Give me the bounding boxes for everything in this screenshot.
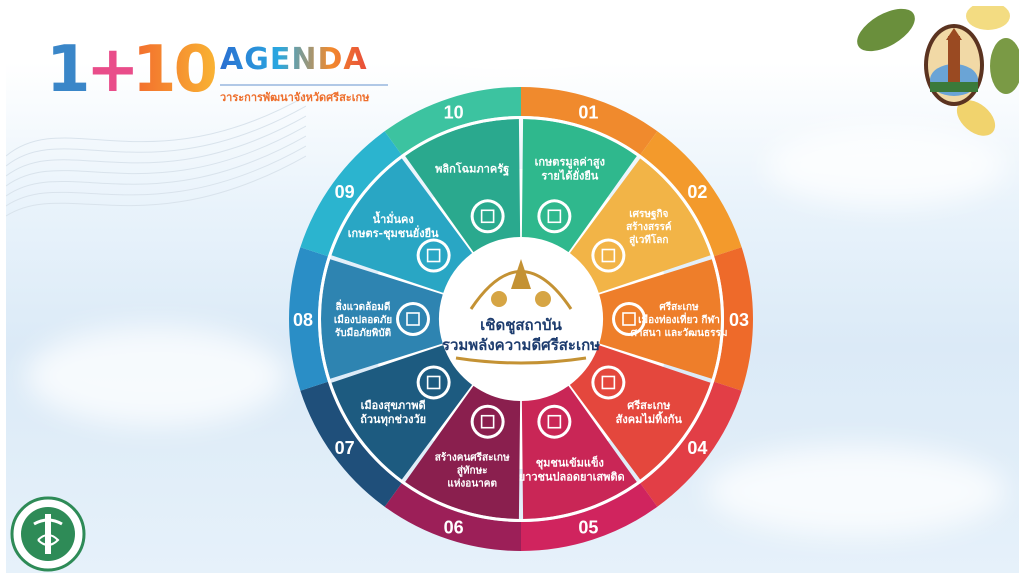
environment-icon [396,302,430,336]
segment-number-01: 01 [578,103,598,123]
outer-ring-segment-08 [289,247,328,391]
segment-number-04: 04 [687,438,707,458]
cloud-decoration [766,126,1006,206]
segment-label-04: ศรีสะเกษ [627,399,671,412]
outer-ring-segment-04 [640,381,742,507]
agenda-segment-03[interactable] [599,259,721,379]
segment-label-06: แห่งอนาคต [447,477,497,489]
agenda-title: AGENDA [220,42,368,77]
segment-label-05: ชุมชนเข้มแข็ง [536,455,604,470]
segment-label-07: ถ้วนทุกช่วงวัย [360,413,426,427]
logo-number-ten: 10 [132,30,218,110]
water-dam-icon [416,238,451,273]
logo-plus: + [86,33,140,107]
outer-ring-segment-02 [640,131,742,257]
segment-number-06: 06 [444,517,464,537]
outer-ring-segment-09 [300,131,402,257]
segment-number-09: 09 [335,182,355,202]
segment-label-08: สิ่งแวดล้อมดี [336,299,391,313]
provincial-seal-icon [924,24,984,106]
agenda-logo: 1 + 10 AGENDA วาระการพัฒนาจังหวัดศรีสะเก… [46,30,406,130]
logo-number-one: 1 [46,33,90,107]
segment-label-03: เมืองท่องเที่ยว กีฬา [638,312,720,326]
segment-number-05: 05 [578,517,598,537]
segment-label-06: สู่ทักษะ [457,464,488,477]
segment-label-10: พลิกโฉมภาครัฐ [435,162,509,177]
government-building-icon [470,199,505,234]
segment-label-01: เกษตรมูลค่าสูง [535,156,605,170]
segment-number-02: 02 [687,182,707,202]
cloud-decoration [386,16,646,76]
segment-label-08: เมืองปลอดภัย [334,314,392,326]
segment-label-01: รายได้ยั่งยืน [541,168,598,183]
segment-number-07: 07 [335,438,355,458]
cloud-decoration [26,326,286,426]
growth-chart-icon [537,199,572,234]
creative-people-icon [591,238,626,273]
wheel-segments: 01เกษตรมูลค่าสูงรายได้ยั่งยืน02เศรษฐกิจส… [289,87,753,551]
segment-label-05: เยาวชนปลอดยาเสพติด [515,470,625,483]
segment-number-08: 08 [293,310,313,330]
ring-divider [318,116,724,522]
segment-label-09: เกษตร-ชุมชนยั่งยืน [348,225,439,241]
center-emblem: เชิดชูสถาบัน รวมพลังความดีศรีสะเกษ [441,239,601,399]
hands-heart-icon [537,404,572,439]
segment-label-02: สู่เวทีโลก [629,233,668,247]
segment-label-08: รับมือภัยพิบัติ [335,327,391,339]
segment-label-02: สร้างสรรค์ [626,221,672,233]
outer-ring-segment-06 [384,483,521,551]
flower-decoration [857,6,1019,136]
wave-lines-decoration [6,95,306,217]
segment-label-03: ศรีสะเกษ [659,301,699,313]
head-brain-icon [470,404,505,439]
center-line2: รวมพลังความดีศรีสะเกษ [442,337,600,354]
agenda-subtitle: วาระการพัฒนาจังหวัดศรีสะเกษ [220,84,388,106]
outer-ring-segment-03 [714,247,753,391]
segment-label-03: ศาสนา และวัฒนธรรม [631,327,728,339]
health-office-logo-icon [10,496,86,572]
segment-number-03: 03 [729,310,749,330]
health-people-icon [416,365,451,400]
agenda-segment-08[interactable] [321,259,443,379]
segment-label-04: สังคมไม่ทิ้งกัน [616,411,683,426]
segment-label-02: เศรษฐกิจ [629,208,668,220]
segment-label-07: เมืองสุขภาพดี [361,399,426,413]
segment-number-10: 10 [444,103,464,123]
segment-label-06: สร้างคนศรีสะเกษ [435,451,510,463]
agenda-wheel-diagram: 01เกษตรมูลค่าสูงรายได้ยั่งยืน02เศรษฐกิจส… [289,87,753,551]
outer-ring-segment-01 [521,87,658,155]
outer-ring-segment-07 [300,381,402,507]
slide-frame: 1 + 10 AGENDA วาระการพัฒนาจังหวัดศรีสะเก… [6,6,1019,573]
community-people-icon [591,365,626,400]
cloud-decoration [706,446,1006,536]
center-line1: เชิดชูสถาบัน [480,316,562,335]
outer-ring-segment-10 [384,87,521,155]
outer-ring-segment-05 [521,483,658,551]
segment-label-09: น้ำมั่นคง [373,211,414,226]
tourism-icon [612,302,646,336]
